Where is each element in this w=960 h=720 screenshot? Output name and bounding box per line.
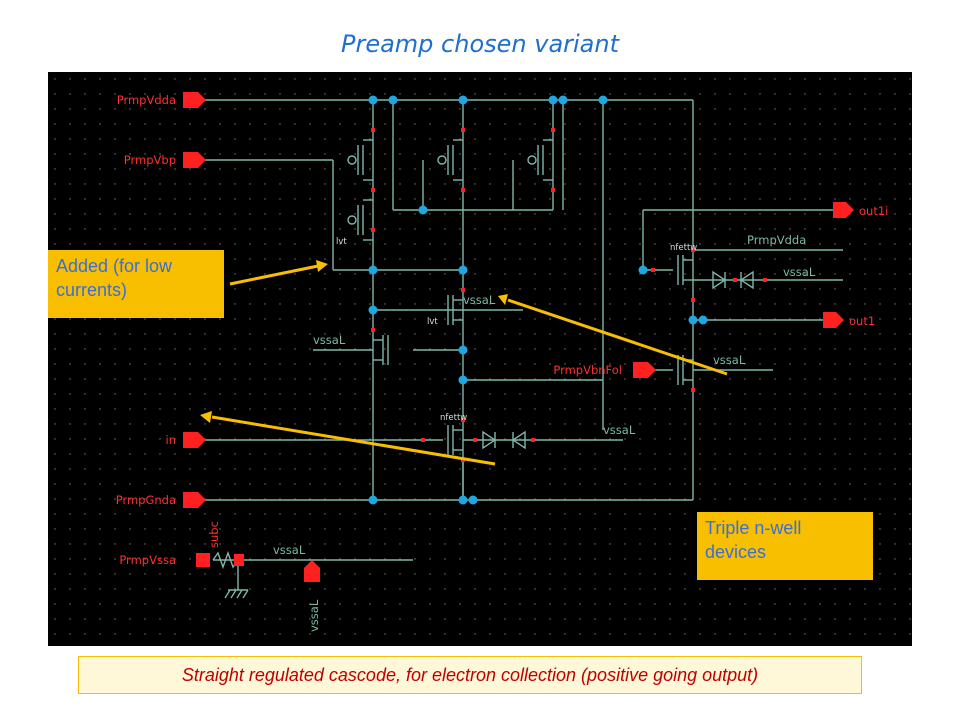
pin-label-vbp: PrmpVbp bbox=[124, 153, 176, 167]
pin-label-gnda: PrmpGnda bbox=[116, 493, 176, 507]
pin-label-in: in bbox=[166, 433, 176, 447]
pin-shapes bbox=[183, 92, 854, 582]
pin-label-vbnfol: PrmpVbnFol bbox=[553, 363, 622, 377]
pin-vssal-shape bbox=[304, 560, 320, 582]
pin-in-shape bbox=[183, 432, 206, 448]
pin-label-out1i: out1i bbox=[859, 204, 888, 218]
net-label-vssal-vert: vssaL bbox=[307, 599, 321, 632]
arrow-low-current bbox=[229, 264, 319, 286]
net-label-vssal-mid: vssaL bbox=[463, 293, 496, 307]
wires bbox=[200, 99, 843, 590]
device-label-nfettw1: nfettw bbox=[440, 413, 467, 423]
device-label-lvt1: lvt bbox=[336, 237, 347, 247]
pin-out1-shape bbox=[823, 312, 844, 328]
callout-triple-nwell: Triple n-well devices bbox=[697, 512, 873, 580]
pin-gnda-shape bbox=[183, 492, 206, 508]
pin-vdda-shape bbox=[183, 92, 206, 108]
callout-low-current: Added (for low currents) bbox=[48, 250, 224, 318]
device-label-nfettw2: nfettw bbox=[670, 243, 697, 253]
pin-vbnfol-shape bbox=[633, 362, 656, 378]
pin-subc-shape bbox=[234, 554, 244, 566]
pin-label-out1: out1 bbox=[849, 314, 875, 328]
net-label-vssal-r1: vssaL bbox=[783, 265, 816, 279]
arrow-triple-nwell-2 bbox=[211, 415, 496, 466]
junction-nodes bbox=[368, 95, 708, 505]
net-label-subc: subc bbox=[207, 521, 221, 548]
annotation-arrows bbox=[200, 260, 728, 466]
transistors bbox=[212, 139, 754, 599]
terminal-dots bbox=[371, 128, 767, 462]
pin-label-vdda: PrmpVdda bbox=[117, 93, 176, 107]
schematic-canvas: PrmpVdda PrmpVbp in PrmpGnda PrmpVssa Pr… bbox=[48, 72, 912, 646]
net-label-vssal-sub: vssaL bbox=[273, 543, 306, 557]
net-label-vssal-bot: vssaL bbox=[603, 423, 636, 437]
net-label-vssal-left: vssaL bbox=[313, 333, 346, 347]
net-label-vdda-right: PrmpVdda bbox=[747, 233, 806, 247]
arrow-triple-nwell-1 bbox=[507, 298, 728, 376]
net-label-vssal-r2: vssaL bbox=[713, 353, 746, 367]
pin-vssa-shape bbox=[196, 553, 210, 567]
slide-title: Preamp chosen variant bbox=[340, 30, 620, 58]
pin-out1i-shape bbox=[833, 202, 854, 218]
caption-box: Straight regulated cascode, for electron… bbox=[78, 656, 862, 694]
device-label-lvt2: lvt bbox=[427, 317, 438, 327]
pin-label-vssa: PrmpVssa bbox=[119, 553, 176, 567]
pin-vbp-shape bbox=[183, 152, 206, 168]
